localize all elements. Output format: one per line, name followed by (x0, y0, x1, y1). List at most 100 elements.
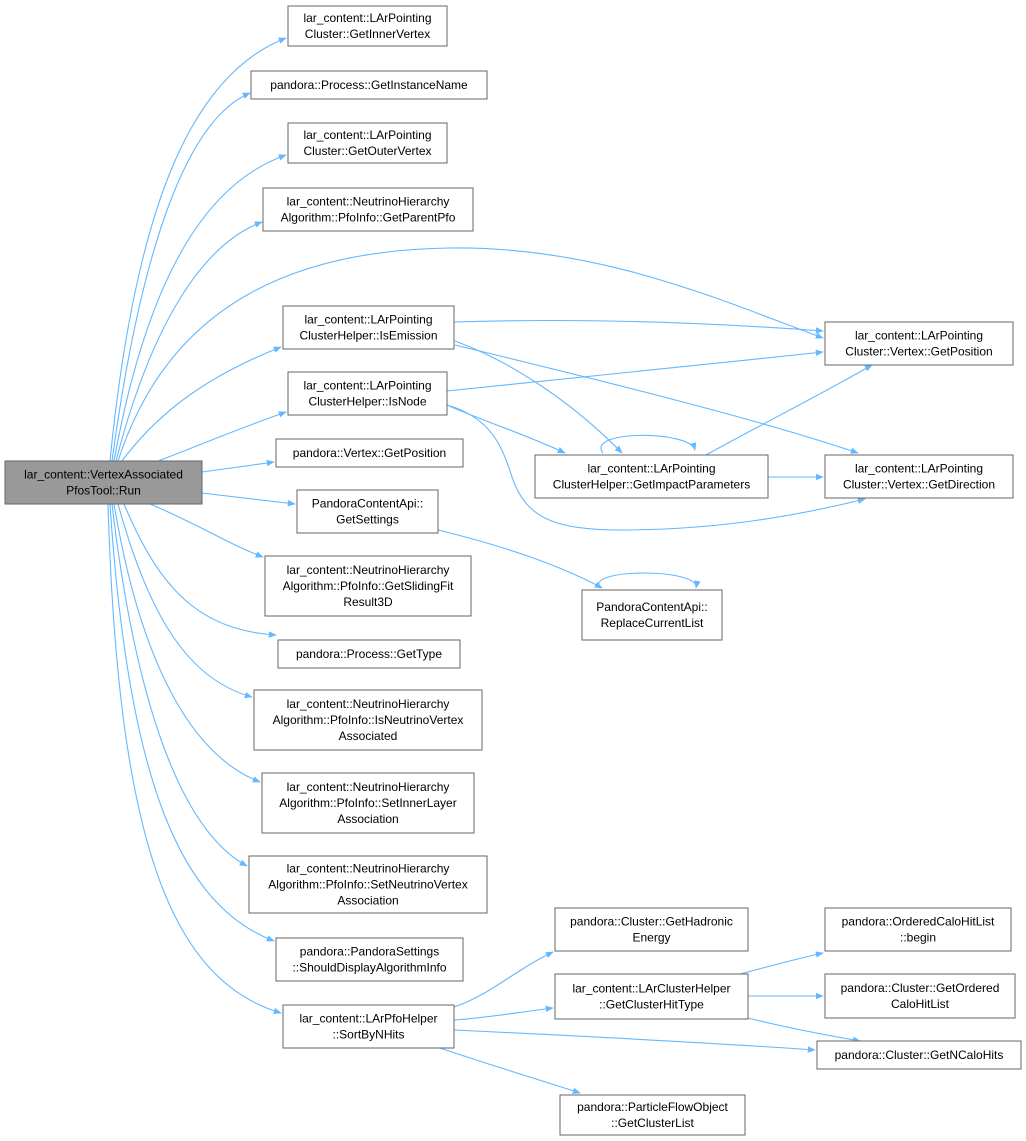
node-label-line: pandora::ParticleFlowObject (577, 1100, 728, 1114)
edge-sort-by-nhits-to-get-cluster-list (439, 1047, 581, 1094)
node-label-line: Association (337, 894, 398, 908)
node-box (264, 555, 472, 617)
node-box (824, 321, 1014, 366)
node-label-line: ClusterHelper::GetImpactParameters (553, 478, 750, 492)
node-label-line: lar_content::NeutrinoHierarchy (287, 195, 450, 209)
node-label-line: Associated (339, 729, 398, 743)
node-label-line: pandora::Process::GetInstanceName (270, 78, 468, 92)
node-label-line: Cluster::Vertex::GetPosition (845, 345, 992, 359)
node-is-emission[interactable]: lar_content::LArPointingClusterHelper::I… (282, 305, 455, 350)
node-get-cluster-list[interactable]: pandora::ParticleFlowObject::GetClusterL… (559, 1094, 746, 1136)
node-lpc-vertex-get-position[interactable]: lar_content::LArPointingCluster::Vertex:… (824, 321, 1014, 366)
node-box (277, 639, 461, 669)
node-label-line: Cluster::Vertex::GetDirection (843, 478, 995, 492)
edge-sort-by-nhits-to-get-n-calo-hits (453, 1029, 816, 1053)
node-label-line: GetSettings (336, 513, 399, 527)
edge-run-to-is-nu-vertex-assoc (117, 503, 253, 699)
node-box (287, 371, 448, 416)
node-label-line: PandoraContentApi:: (596, 600, 707, 614)
edge-run-to-get-settings (201, 492, 296, 507)
node-get-type[interactable]: pandora::Process::GetType (277, 639, 461, 669)
edge-sort-by-nhits-to-get-cluster-hit-type (453, 1005, 554, 1021)
node-replace-current-list[interactable]: PandoraContentApi::ReplaceCurrentList (581, 589, 723, 641)
edge-get-cluster-hit-type-to-ordered-begin (739, 951, 824, 975)
edge-run-to-get-outer-vertex (113, 154, 287, 462)
node-box (275, 438, 464, 468)
node-label-line: lar_content::NeutrinoHierarchy (287, 862, 450, 876)
node-label-line: CaloHitList (891, 997, 950, 1011)
node-label-line: lar_content::NeutrinoHierarchy (287, 697, 450, 711)
node-set-inner-layer[interactable]: lar_content::NeutrinoHierarchyAlgorithm:… (261, 772, 475, 834)
node-get-impact-params[interactable]: lar_content::LArPointingClusterHelper::G… (534, 454, 769, 499)
node-is-node[interactable]: lar_content::LArPointingClusterHelper::I… (287, 371, 448, 416)
node-label-line: PfosTool::Run (66, 484, 141, 498)
node-set-nu-vertex-assoc[interactable]: lar_content::NeutrinoHierarchyAlgorithm:… (248, 855, 488, 914)
node-box (253, 689, 483, 751)
node-label-line: pandora::Cluster::GetNCaloHits (835, 1048, 1004, 1062)
node-get-direction[interactable]: lar_content::LArPointingCluster::Vertex:… (824, 454, 1014, 499)
edge-run-to-get-instance-name (111, 92, 251, 462)
node-is-nu-vertex-assoc[interactable]: lar_content::NeutrinoHierarchyAlgorithm:… (253, 689, 483, 751)
edge-run-to-sort-by-nhits (107, 503, 282, 1015)
node-vertex-get-position[interactable]: pandora::Vertex::GetPosition (275, 438, 464, 468)
edge-is-node-to-get-direction (446, 404, 866, 531)
node-label-line: Energy (632, 931, 670, 945)
node-get-instance-name[interactable]: pandora::Process::GetInstanceName (250, 70, 488, 100)
node-label-line: Result3D (343, 595, 393, 609)
edge-is-node-to-lpc-vertex-get-position (446, 349, 824, 392)
edge-run-to-vertex-get-position (201, 459, 275, 473)
node-label-line: pandora::Cluster::GetOrdered (841, 981, 1000, 995)
node-label-line: ::SortByNHits (332, 1028, 404, 1042)
node-label-line: Cluster::GetInnerVertex (305, 27, 430, 41)
node-get-cluster-hit-type[interactable]: lar_content::LArClusterHelper::GetCluste… (554, 973, 749, 1020)
node-get-outer-vertex[interactable]: lar_content::LArPointingCluster::GetOute… (287, 122, 448, 164)
node-box (287, 122, 448, 164)
node-label-line: lar_content::LArPointing (587, 462, 715, 476)
node-get-settings[interactable]: PandoraContentApi::GetSettings (296, 489, 439, 534)
edge-run-to-lpc-vertex-get-position (117, 247, 824, 462)
node-box (824, 907, 1012, 952)
node-label-line: lar_content::LArPfoHelper (299, 1012, 437, 1026)
node-box (296, 489, 439, 534)
node-run[interactable]: lar_content::VertexAssociatedPfosTool::R… (4, 460, 203, 505)
node-label-line: Algorithm::PfoInfo::IsNeutrinoVertex (273, 713, 464, 727)
node-box (554, 907, 749, 952)
node-label-line: ClusterHelper::IsEmission (299, 329, 437, 343)
node-get-n-calo-hits[interactable]: pandora::Cluster::GetNCaloHits (816, 1040, 1022, 1070)
edge-is-emission-to-lpc-vertex-get-position (453, 319, 824, 334)
node-label-line: lar_content::LArPointing (855, 462, 983, 476)
node-label-line: ::begin (900, 931, 936, 945)
edge-replace-current-list-to-replace-current-list (598, 572, 701, 589)
node-label-line: lar_content::LArPointing (855, 329, 983, 343)
edge-is-emission-to-get-direction (454, 344, 859, 454)
node-get-sliding-fit[interactable]: lar_content::NeutrinoHierarchyAlgorithm:… (264, 555, 472, 617)
node-sort-by-nhits[interactable]: lar_content::LArPfoHelper::SortByNHits (282, 1004, 455, 1049)
node-label-line: ClusterHelper::IsNode (308, 395, 426, 409)
node-label-line: pandora::OrderedCaloHitList (842, 915, 995, 929)
node-box (275, 937, 464, 982)
node-box (248, 855, 488, 914)
node-box (824, 454, 1014, 499)
edge-run-to-set-nu-vertex-assoc (111, 503, 248, 867)
edge-run-to-is-node (157, 411, 287, 462)
edge-is-emission-to-get-impact-params (454, 340, 623, 454)
node-label-line: pandora::PandoraSettings (300, 945, 439, 959)
node-box (261, 772, 475, 834)
node-should-display[interactable]: pandora::PandoraSettings::ShouldDisplayA… (275, 937, 464, 982)
node-ordered-begin[interactable]: pandora::OrderedCaloHitList::begin (824, 907, 1012, 952)
node-get-inner-vertex[interactable]: lar_content::LArPointingCluster::GetInne… (287, 5, 448, 47)
node-label-line: Algorithm::PfoInfo::SetInnerLayer (279, 796, 456, 810)
node-label-line: lar_content::LArPointing (304, 313, 432, 327)
node-label-line: Algorithm::PfoInfo::GetSlidingFit (283, 579, 454, 593)
edge-get-settings-to-replace-current-list (437, 529, 603, 589)
node-label-line: Algorithm::PfoInfo::SetNeutrinoVertex (268, 878, 467, 892)
edge-sort-by-nhits-to-get-hadronic-energy (453, 951, 554, 1008)
node-label-line: lar_content::LArPointing (303, 379, 431, 393)
node-label-line: pandora::Process::GetType (296, 647, 442, 661)
edge-run-to-get-type (123, 503, 277, 638)
node-label-line: ::GetClusterList (611, 1116, 694, 1130)
node-get-parent-pfo[interactable]: lar_content::NeutrinoHierarchyAlgorithm:… (262, 187, 474, 232)
